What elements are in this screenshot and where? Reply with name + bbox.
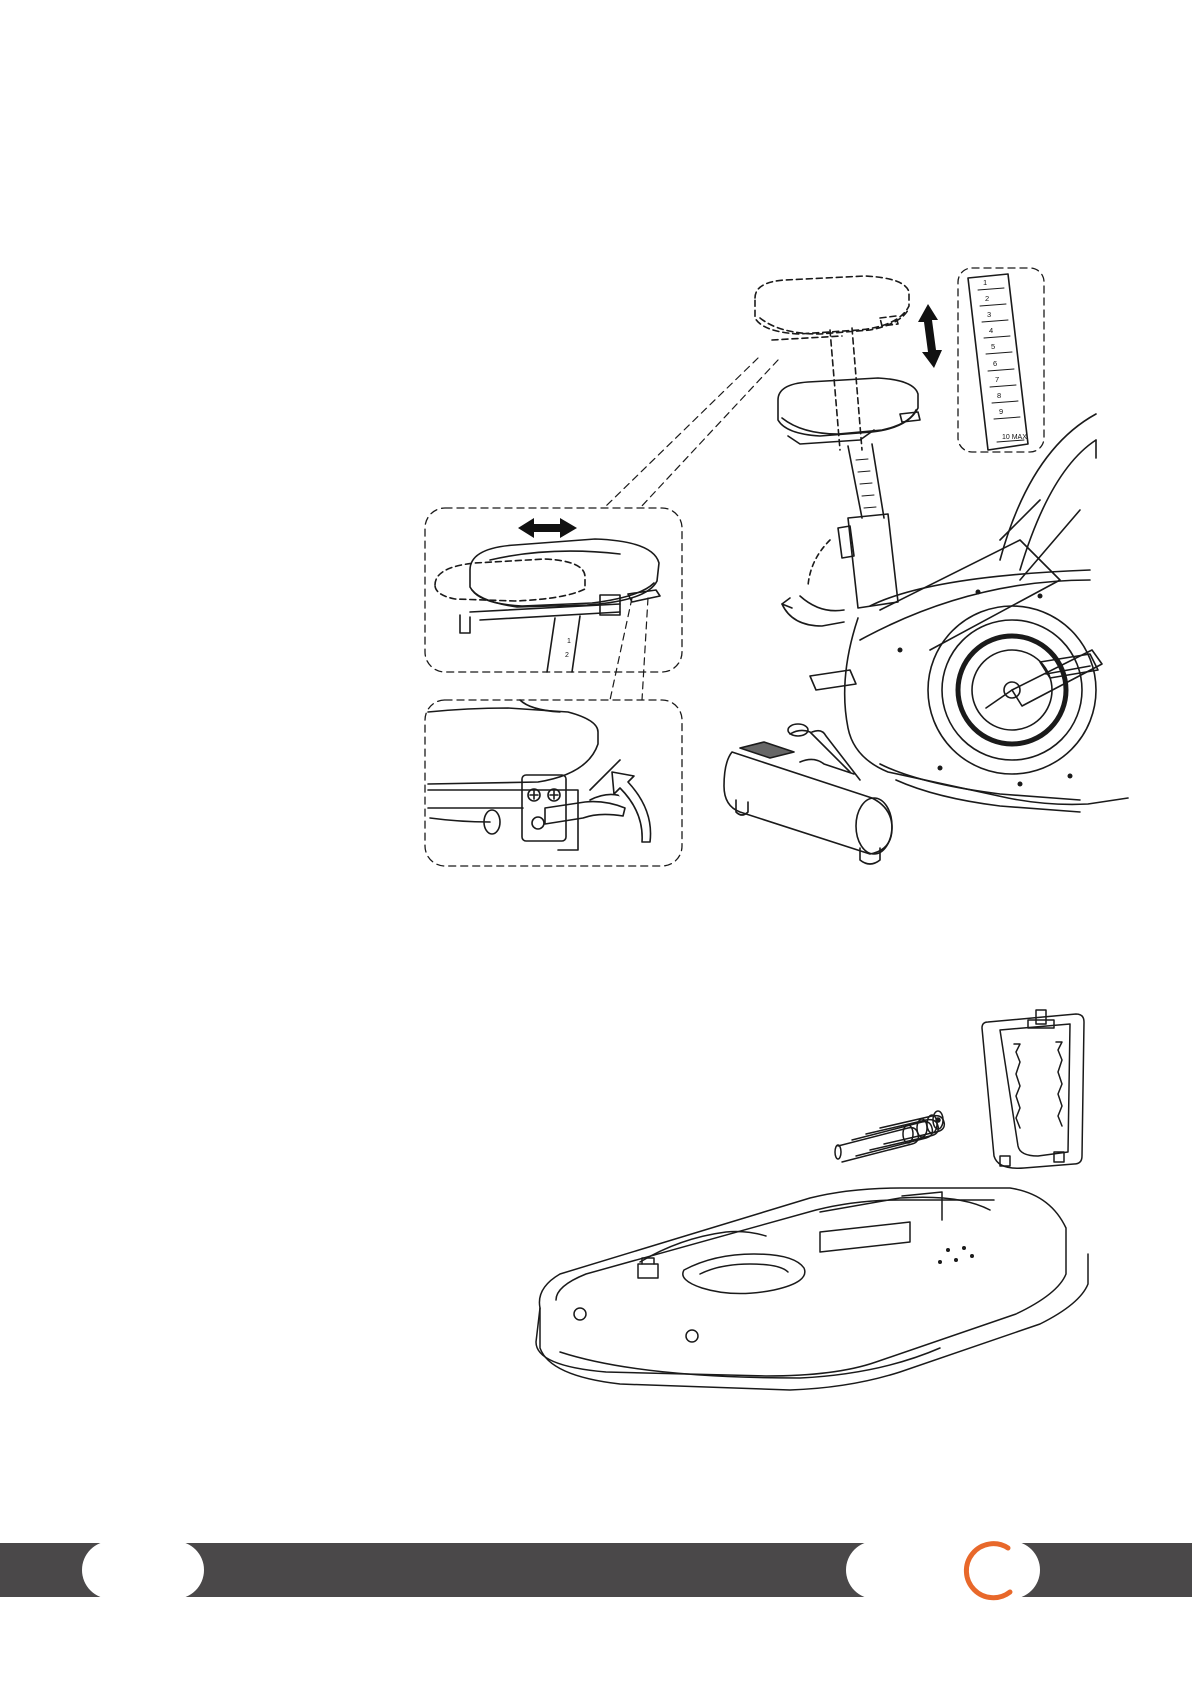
footer-page-number-pill (82, 1541, 204, 1599)
detail-leader-lines (604, 358, 778, 700)
svg-text:8: 8 (997, 391, 1001, 400)
seat-adjustment-illustration: 1 2 1 2 3 4 (0, 0, 1192, 900)
svg-text:7: 7 (995, 375, 999, 384)
svg-text:1: 1 (567, 638, 571, 645)
svg-text:2: 2 (985, 294, 989, 303)
bike-frame (810, 414, 1128, 812)
svg-text:5: 5 (991, 342, 995, 351)
svg-text:9: 9 (999, 407, 1003, 416)
seat-slide-detail-panel: 1 2 (425, 508, 682, 672)
seat-height-scale-panel: 1 2 3 4 5 6 7 8 9 10 MAX (958, 268, 1044, 452)
seat-lever-detail-panel (425, 700, 682, 866)
lift-lever-arrow-icon (612, 772, 651, 842)
vertical-double-arrow-icon (918, 304, 942, 368)
svg-text:1: 1 (983, 278, 987, 287)
battery-cover (982, 1010, 1084, 1168)
console-battery-illustration (0, 990, 1192, 1440)
post-scale-small: 1 2 (565, 638, 571, 659)
svg-text:6: 6 (993, 359, 997, 368)
seat-post (800, 444, 898, 611)
rotate-knob-arrow-icon (782, 598, 844, 626)
front-stabilizer (724, 724, 892, 864)
horizontal-double-arrow-icon (518, 518, 577, 538)
aaa-batteries-icon (835, 1111, 944, 1162)
seat (778, 378, 920, 444)
console-housing (536, 1188, 1088, 1390)
svg-text:3: 3 (987, 310, 991, 319)
seat-height-scale: 1 2 3 4 5 6 7 8 9 10 MAX (983, 278, 1027, 441)
svg-text:2: 2 (565, 652, 569, 659)
svg-text:4: 4 (989, 326, 993, 335)
brand-logo-ring-icon (956, 1538, 1026, 1604)
raised-seat-ghost (755, 276, 909, 450)
